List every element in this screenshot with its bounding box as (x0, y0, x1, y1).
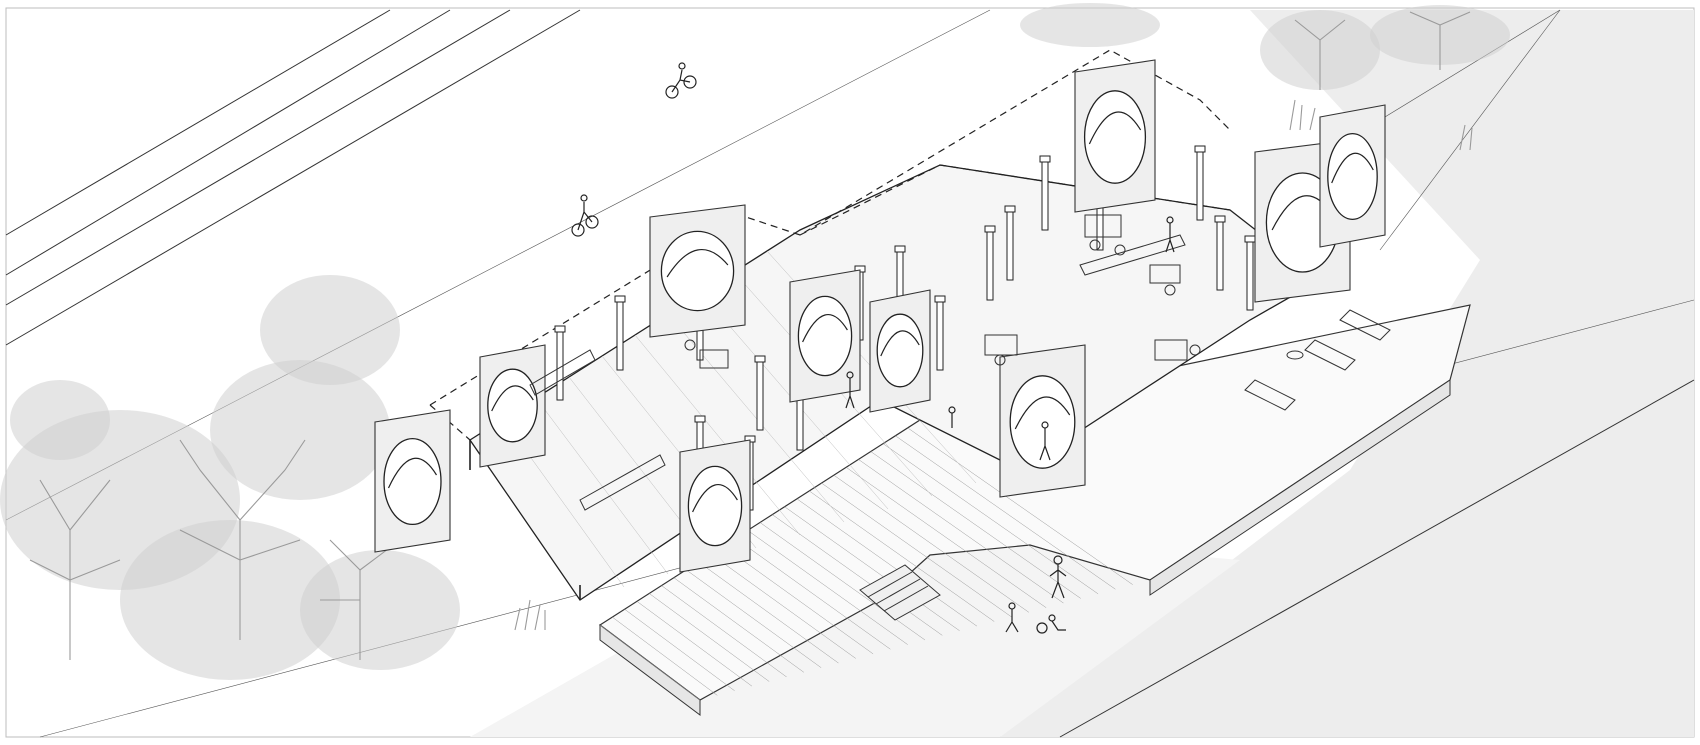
column-cap (984, 225, 996, 233)
deck-board (809, 490, 995, 622)
column (936, 299, 944, 371)
pivot-curve (1088, 111, 1142, 145)
column-cap (1214, 215, 1226, 223)
deck-board (710, 553, 856, 659)
column-cap (894, 245, 906, 253)
circular-opening (797, 295, 853, 377)
column (556, 329, 564, 401)
column (756, 359, 764, 431)
column-cap (934, 295, 946, 303)
column (1196, 149, 1204, 221)
circular-opening (1327, 132, 1378, 221)
column (1216, 219, 1224, 291)
deck-board (796, 498, 978, 627)
deck-board (772, 514, 943, 636)
column-cap (1194, 145, 1206, 153)
deck-board (821, 482, 1012, 618)
circular-opening (660, 230, 735, 312)
floor-grid-line (634, 334, 801, 536)
column-cap (614, 295, 626, 303)
deck-board (882, 443, 1099, 595)
deck-board (833, 474, 1029, 613)
column-cap (1244, 235, 1256, 243)
trees (0, 3, 1510, 680)
circular-opening (383, 437, 442, 526)
column-cap (694, 415, 706, 423)
floor-grid-line (535, 397, 669, 575)
deck-board (686, 569, 822, 668)
deck-board (636, 601, 753, 687)
deck-board (846, 467, 1047, 608)
people-inside (845, 216, 1175, 461)
deck-board (858, 459, 1064, 604)
deck-stair (859, 564, 941, 621)
bushes (514, 99, 1473, 631)
deck-board (870, 451, 1081, 599)
cyclist (665, 62, 697, 99)
circular-opening (487, 368, 538, 443)
circular-opening (1009, 375, 1076, 469)
lounge-chairs (1244, 309, 1391, 411)
deck-board (698, 561, 839, 664)
deck-board (735, 538, 891, 650)
column-cap (1004, 205, 1016, 213)
deck-board (649, 593, 770, 682)
deck-board (599, 624, 701, 701)
pivot-curve (1014, 396, 1071, 430)
column (986, 229, 994, 301)
deck-board (661, 585, 787, 678)
deck-board (907, 427, 1133, 585)
children-playing (1005, 555, 1067, 634)
pivot-curve (880, 330, 920, 357)
deck-board (722, 545, 874, 655)
deck-board (784, 506, 960, 631)
pivot-curve (802, 313, 848, 343)
column (1246, 239, 1254, 311)
circular-opening (687, 465, 743, 547)
pivot-curve (1331, 152, 1374, 184)
furniture (529, 214, 1201, 511)
circular-opening (1083, 90, 1147, 184)
deck-board (747, 530, 908, 645)
deck-board (624, 609, 735, 691)
column-cap (554, 325, 566, 333)
deck-board (895, 435, 1116, 590)
cyclist-2 (571, 194, 599, 237)
pivot-curve (387, 457, 438, 489)
column (1006, 209, 1014, 281)
pivot-curve (692, 483, 738, 513)
column-cap (1039, 155, 1051, 163)
deck-board (673, 577, 804, 673)
column (616, 299, 624, 371)
pivot-curve (666, 249, 729, 278)
pivot-curve (491, 385, 534, 412)
circular-opening (876, 313, 924, 388)
deck-board (759, 522, 926, 641)
perforated-circular-panels (374, 59, 1386, 573)
deck-board (612, 616, 718, 696)
timber-deck (598, 304, 1471, 716)
column (1041, 159, 1049, 231)
column-cap (754, 355, 766, 363)
